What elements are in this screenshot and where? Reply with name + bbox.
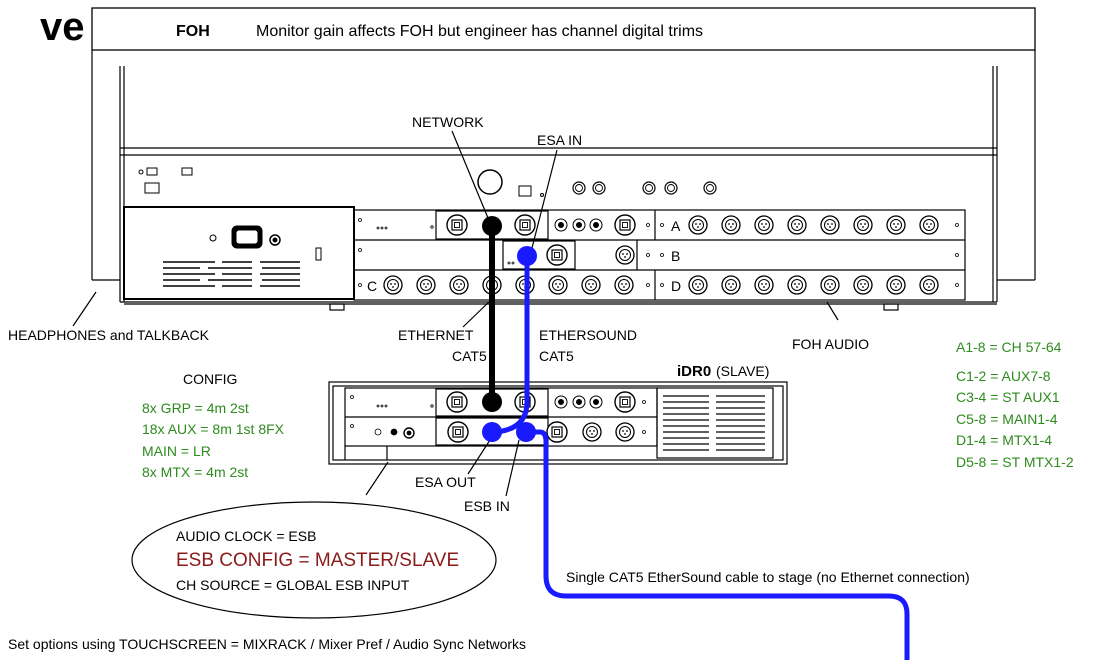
svg-text:8x MTX = 4m 2st: 8x MTX = 4m 2st <box>142 464 248 480</box>
ethercon-connector <box>546 421 568 443</box>
single-cable-label: Single CAT5 EtherSound cable to stage (n… <box>566 569 970 585</box>
console-body <box>91 50 1036 311</box>
foh-audio-label: FOH AUDIO <box>792 336 869 352</box>
headphones-label: HEADPHONES and TALKBACK <box>8 327 210 343</box>
esa-out-ethercon <box>447 421 469 443</box>
esb-in-label: ESB IN <box>464 498 510 514</box>
rack-dots <box>350 395 646 439</box>
slot-b-label: B <box>671 248 680 264</box>
xlr-connector <box>615 422 635 442</box>
xlr-connector <box>572 181 586 195</box>
slot-a-connectors <box>688 215 939 235</box>
audio-clock-setting: AUDIO CLOCK = ESB <box>176 528 316 544</box>
slot-d-label: D <box>671 278 681 294</box>
ethercon-connector <box>614 214 636 236</box>
svg-text:C5-8 = MAIN1-4: C5-8 = MAIN1-4 <box>956 411 1058 427</box>
xlr-connector <box>592 181 606 195</box>
header-description: Monitor gain affects FOH but engineer ha… <box>256 23 703 40</box>
module-grid <box>353 209 966 301</box>
xlr-connector <box>615 245 635 265</box>
esa-out-label: ESA OUT <box>415 474 476 490</box>
settings-ellipse <box>131 501 497 619</box>
idr-role: (SLAVE) <box>716 363 769 379</box>
xlr-connector <box>582 422 602 442</box>
slot-d-connectors <box>688 275 939 295</box>
slot-a-label: A <box>671 218 681 234</box>
slot-c-connectors <box>383 275 634 295</box>
config-list: 8x GRP = 4m 2st 18x AUX = 8m 1st 8FX MAI… <box>142 400 285 480</box>
rack-small-xlrs <box>554 395 603 409</box>
esb-config-setting: ESB CONFIG = MASTER/SLAVE <box>176 550 459 571</box>
xlr-connector <box>642 181 656 195</box>
ethernet-label: ETHERNET <box>398 327 474 343</box>
header-box <box>91 7 1036 51</box>
ethercon-connector <box>614 391 636 413</box>
ethersound-cat5-label: CAT5 <box>539 348 574 364</box>
svg-text:MAIN = LR: MAIN = LR <box>142 443 211 459</box>
ethersound-label: ETHERSOUND <box>539 327 637 343</box>
module-dots <box>358 218 959 287</box>
rack-network-ethercon <box>446 391 468 413</box>
top-connectors <box>138 167 544 197</box>
ch-source-setting: CH SOURCE = GLOBAL ESB INPUT <box>176 577 410 593</box>
ethersound-cable-link <box>482 246 537 442</box>
idr0-rack <box>328 381 788 465</box>
ethersound-cable-stage <box>516 422 910 660</box>
svg-text:C3-4 = ST AUX1: C3-4 = ST AUX1 <box>956 389 1060 405</box>
footer-instruction: Set options using TOUCHSCREEN = MIXRACK … <box>8 636 526 652</box>
pointer-lines <box>72 130 839 497</box>
svg-text:8x GRP = 4m 2st: 8x GRP = 4m 2st <box>142 400 249 416</box>
network-ethercon <box>446 214 468 236</box>
rack-vents <box>663 395 765 451</box>
network-label: NETWORK <box>412 114 484 130</box>
talkback-panel <box>123 206 355 300</box>
xlr-connector <box>703 181 717 195</box>
svg-text:C1-2 = AUX7-8: C1-2 = AUX7-8 <box>956 368 1051 384</box>
esa-in-label: ESA IN <box>537 132 582 148</box>
esa-ethercon <box>514 214 536 236</box>
xlr-connector <box>664 181 678 195</box>
svg-text:18x AUX = 8m 1st 8FX: 18x AUX = 8m 1st 8FX <box>142 421 285 437</box>
idr-name: iDR0 <box>677 363 711 380</box>
ethernet-cat5-label: CAT5 <box>452 348 487 364</box>
clipped-title: ve <box>40 5 85 49</box>
header-label: FOH <box>176 23 210 40</box>
slot-c-label: C <box>367 278 377 294</box>
small-xlr-group <box>554 218 603 232</box>
foh-map-top: A1-8 = CH 57-64 <box>956 339 1062 355</box>
svg-text:D5-8 = ST MTX1-2: D5-8 = ST MTX1-2 <box>956 454 1074 470</box>
foh-map-list: C1-2 = AUX7-8 C3-4 = ST AUX1 C5-8 = MAIN… <box>956 368 1074 470</box>
svg-text:D1-4 = MTX1-4: D1-4 = MTX1-4 <box>956 432 1052 448</box>
ethercon-connector <box>546 244 568 266</box>
config-title: CONFIG <box>183 371 237 387</box>
ethernet-cable <box>482 216 502 412</box>
